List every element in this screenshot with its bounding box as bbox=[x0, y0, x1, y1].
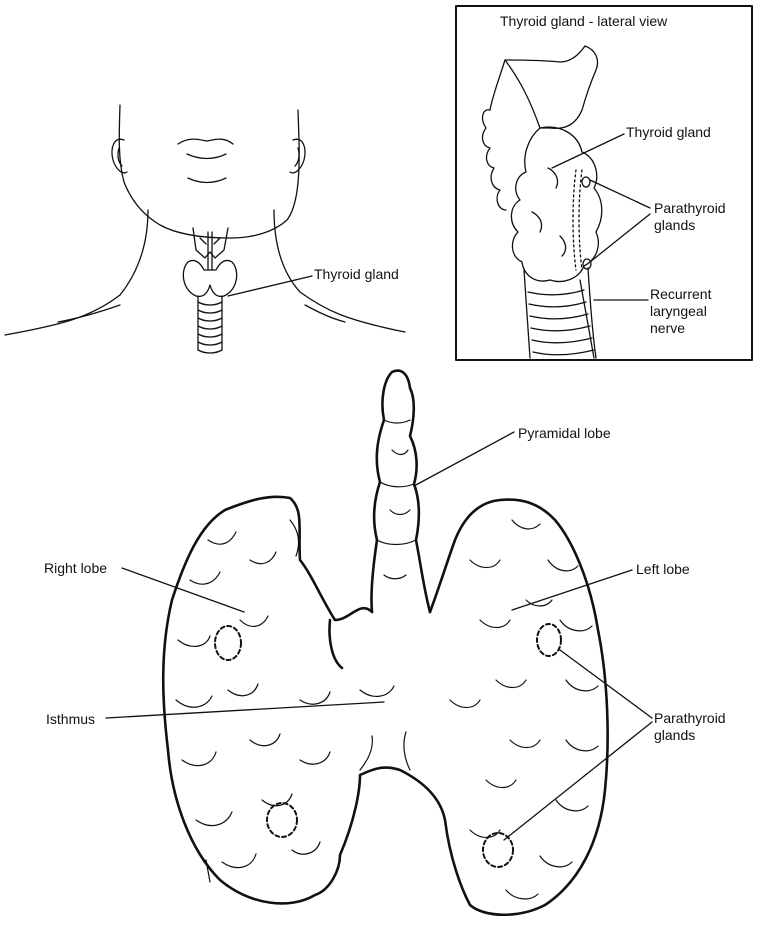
larynx bbox=[193, 228, 228, 258]
anterior-parathyroid-label: Parathyroid glands bbox=[654, 710, 726, 744]
left-lobe-leader bbox=[512, 570, 632, 610]
shoulder-left bbox=[5, 295, 120, 335]
parathyroid-left-upper bbox=[537, 624, 561, 656]
left-lobe-label: Left lobe bbox=[636, 561, 690, 578]
isthmus-label: Isthmus bbox=[46, 711, 95, 728]
right-lobe-label: Right lobe bbox=[44, 560, 107, 577]
parathyroid-left-lower bbox=[483, 833, 513, 867]
inset-cartilage bbox=[490, 46, 598, 128]
thyroid-outline bbox=[163, 497, 607, 915]
isthmus-leader bbox=[106, 702, 384, 718]
inset-nerve-label: Recurrent laryngeal nerve bbox=[650, 286, 711, 337]
anterior-thyroid bbox=[163, 371, 607, 915]
inset-trachea bbox=[524, 270, 594, 358]
inset-parathyroid-upper bbox=[582, 177, 590, 187]
shoulder-right bbox=[300, 292, 405, 332]
neck-thyroid bbox=[183, 260, 236, 296]
neck-thyroid-leader bbox=[228, 276, 312, 296]
right-ear bbox=[290, 139, 305, 173]
parathyroid-leader-lower bbox=[504, 722, 652, 840]
pyramidal-lobe bbox=[371, 371, 430, 612]
neck-trachea bbox=[198, 296, 222, 353]
mouth bbox=[178, 139, 233, 144]
pyramidal-leader bbox=[414, 432, 514, 486]
chin bbox=[188, 178, 226, 183]
neck-left bbox=[120, 210, 148, 295]
inset-dotted-border bbox=[573, 170, 576, 270]
right-lobe-leader bbox=[122, 568, 244, 612]
inset-parathyroid-label: Parathyroid glands bbox=[654, 200, 726, 234]
anterior-leader-lines bbox=[106, 432, 652, 840]
parathyroid-right-lower bbox=[267, 803, 297, 837]
lobule-texture bbox=[176, 420, 598, 899]
inset-title: Thyroid gland - lateral view bbox=[500, 13, 667, 30]
neck-illustration bbox=[5, 105, 405, 353]
head-outline bbox=[119, 105, 299, 238]
parathyroid-right-upper bbox=[215, 626, 241, 660]
pyramidal-lobe-label: Pyramidal lobe bbox=[518, 425, 611, 442]
inset-thyroid-label: Thyroid gland bbox=[626, 124, 711, 141]
neck-thyroid-label: Thyroid gland bbox=[314, 266, 399, 283]
